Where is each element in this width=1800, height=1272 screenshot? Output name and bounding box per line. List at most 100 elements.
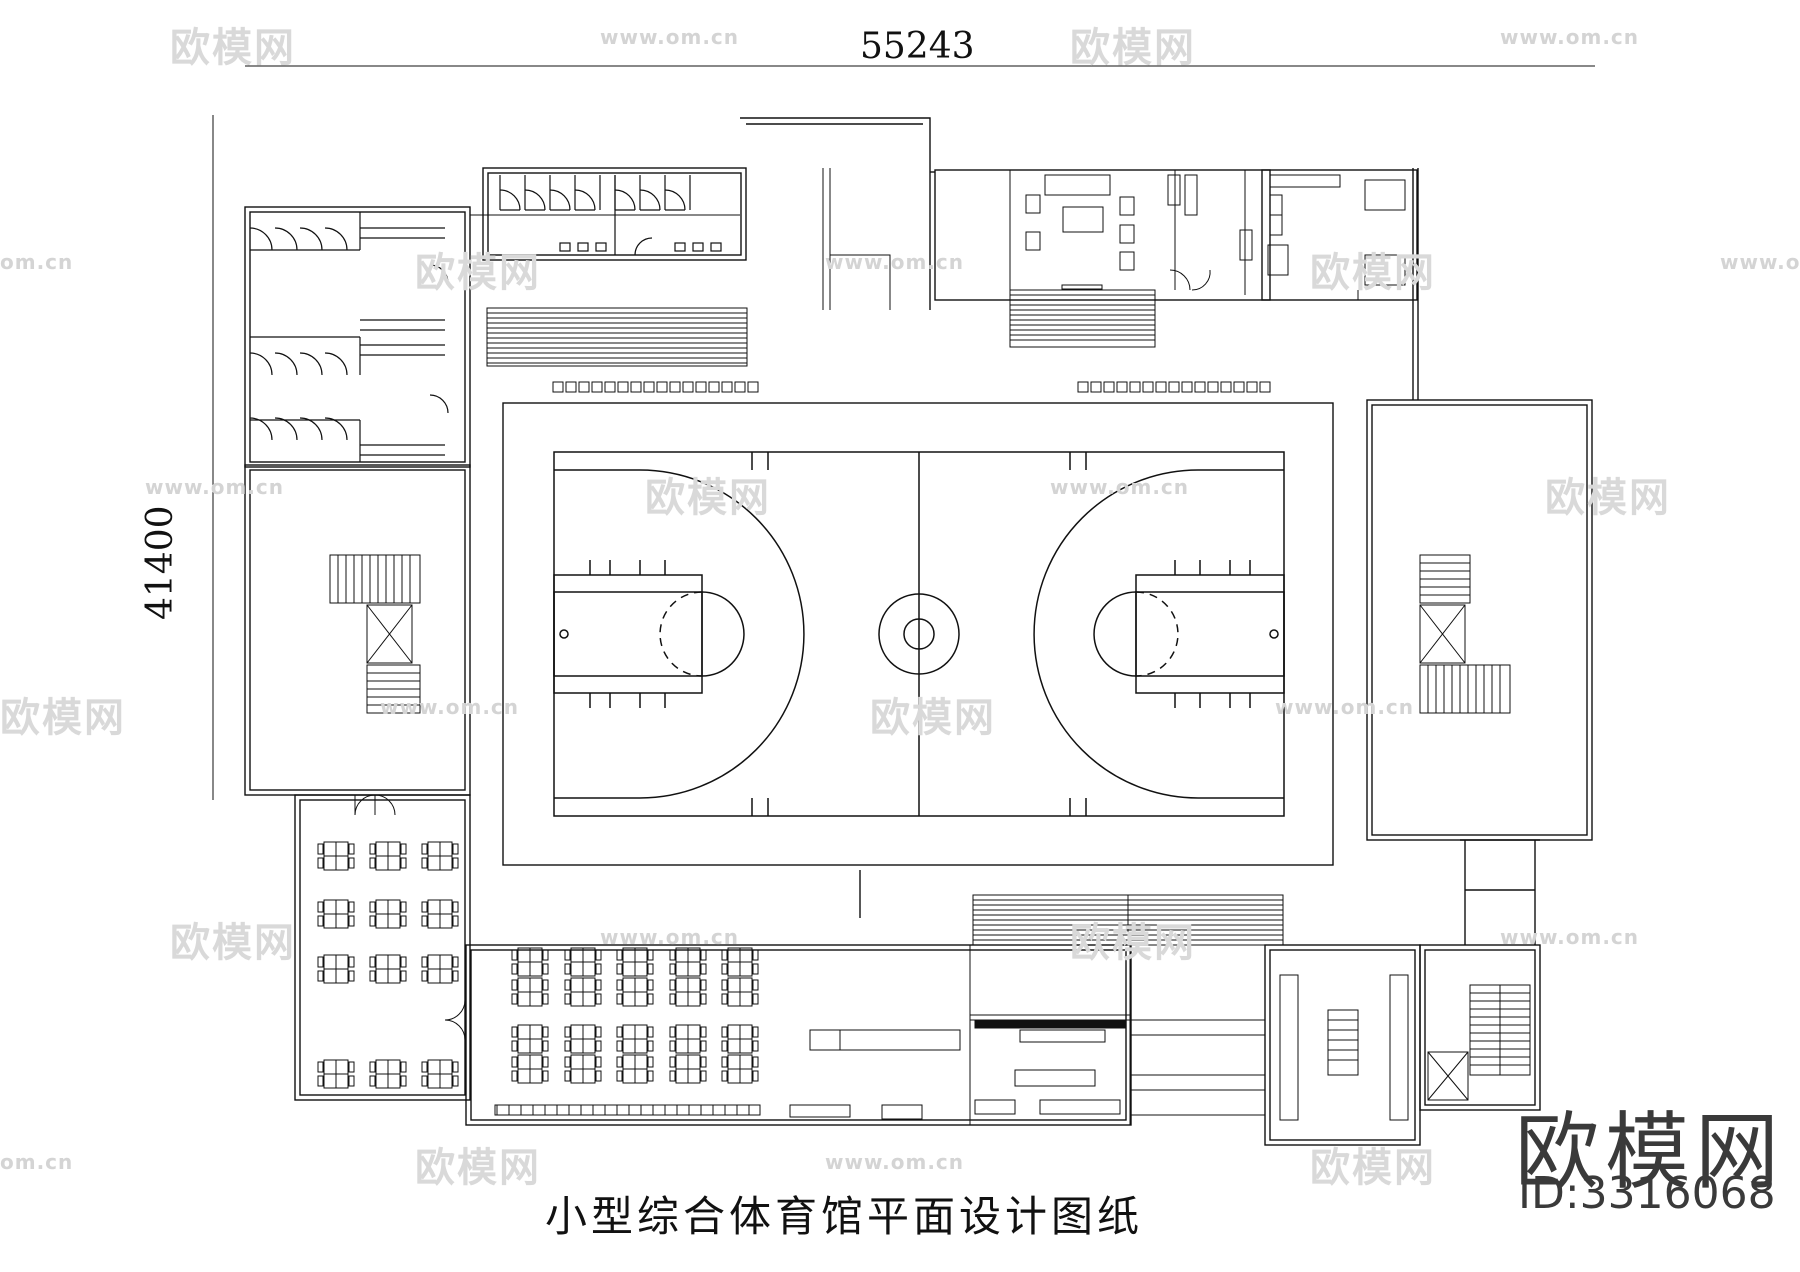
seat xyxy=(1220,381,1232,393)
dining-table xyxy=(421,841,459,871)
watermark: 欧模网 xyxy=(415,1145,541,1191)
stairs-bottom-right xyxy=(1427,984,1531,1101)
seat xyxy=(669,381,681,393)
watermark-url: www.om.cn xyxy=(1720,250,1800,274)
dining-table xyxy=(564,947,602,977)
watermark: 欧模网 xyxy=(645,475,771,521)
dining-table xyxy=(669,1024,707,1054)
dining-table xyxy=(511,947,549,977)
serving-counter xyxy=(494,1104,761,1116)
dining-table xyxy=(669,947,707,977)
watermark: 欧模网 xyxy=(170,25,296,71)
watermark: 欧模网 xyxy=(870,695,996,741)
watermark-url: www.om.cn xyxy=(600,925,740,949)
drawing-title: 小型综合体育馆平面设计图纸 xyxy=(545,1192,1144,1241)
dining-table xyxy=(317,1059,355,1089)
dining-table xyxy=(317,899,355,929)
watermark-url: www.om.cn xyxy=(145,475,285,499)
dining-table xyxy=(721,947,759,977)
height-dimension-label: 41400 xyxy=(140,505,181,620)
watermark-url: www.om.cn xyxy=(1050,475,1190,499)
seat xyxy=(1246,381,1258,393)
dining-tables-left xyxy=(317,841,459,1089)
watermark-url: om.cn xyxy=(0,250,74,274)
dining-tables-canteen xyxy=(511,947,759,1084)
dining-table xyxy=(721,1054,759,1084)
dining-table xyxy=(369,899,407,929)
seat xyxy=(1155,381,1167,393)
toilet-stalls-top xyxy=(499,175,722,256)
seat xyxy=(578,381,590,393)
dining-table xyxy=(616,947,654,977)
seat-row-top xyxy=(552,381,1271,393)
watermark: 欧模网 xyxy=(1070,920,1196,966)
dining-table xyxy=(421,899,459,929)
bleachers-top xyxy=(486,168,1156,367)
seat xyxy=(1103,381,1115,393)
seat xyxy=(1207,381,1219,393)
brand-logo: 欧模网 xyxy=(1515,1103,1786,1201)
dining-table xyxy=(564,1054,602,1084)
office-furniture xyxy=(1009,170,1406,300)
dining-table xyxy=(721,1024,759,1054)
toilet-stalls-left xyxy=(249,212,449,462)
seat xyxy=(656,381,668,393)
dining-table xyxy=(369,841,407,871)
seat xyxy=(708,381,720,393)
dining-table xyxy=(616,1054,654,1084)
seat xyxy=(630,381,642,393)
counter xyxy=(494,1104,761,1116)
seat xyxy=(604,381,616,393)
seat xyxy=(721,381,733,393)
watermark: 欧模网 xyxy=(1070,25,1196,71)
seat xyxy=(747,381,759,393)
watermark: 欧模网 xyxy=(0,695,126,741)
bleachers-bottom xyxy=(972,894,1284,946)
seat xyxy=(734,381,746,393)
watermark-url: om.cn xyxy=(0,1150,74,1174)
seat xyxy=(617,381,629,393)
dining-table xyxy=(564,977,602,1007)
watermark-url: www.om.cn xyxy=(1500,925,1640,949)
watermark: 欧模网 xyxy=(1545,475,1671,521)
watermark-url: www.om.cn xyxy=(600,25,740,49)
dining-table xyxy=(564,1024,602,1054)
dining-table xyxy=(511,1024,549,1054)
dining-table xyxy=(616,1024,654,1054)
seat xyxy=(682,381,694,393)
watermark: 欧模网 xyxy=(170,920,296,966)
dining-table xyxy=(511,977,549,1007)
seat xyxy=(1233,381,1245,393)
seat xyxy=(552,381,564,393)
doors xyxy=(354,794,466,1041)
dining-table xyxy=(669,977,707,1007)
seat xyxy=(1181,381,1193,393)
dining-table xyxy=(511,1054,549,1084)
seat xyxy=(1259,381,1271,393)
dining-table xyxy=(369,954,407,984)
dining-table xyxy=(421,1059,459,1089)
main-hall xyxy=(502,402,1334,918)
watermark-url: www.om.cn xyxy=(1275,695,1415,719)
dining-table xyxy=(421,954,459,984)
dining-table xyxy=(669,1054,707,1084)
dining-table xyxy=(721,977,759,1007)
seat xyxy=(695,381,707,393)
brand-id: ID:3316068 xyxy=(1518,1168,1776,1219)
seat xyxy=(1142,381,1154,393)
seat xyxy=(643,381,655,393)
watermark-url: www.om.cn xyxy=(825,1150,965,1174)
dining-table xyxy=(317,841,355,871)
seat xyxy=(591,381,603,393)
watermark-url: www.om.cn xyxy=(1500,25,1640,49)
watermark-url: www.om.cn xyxy=(825,250,965,274)
seat xyxy=(1090,381,1102,393)
seat xyxy=(1129,381,1141,393)
watermark: 欧模网 xyxy=(1310,1145,1436,1191)
stairs-left xyxy=(329,554,421,714)
watermark: 欧模网 xyxy=(1310,250,1436,296)
watermark-url: www.om.cn xyxy=(380,695,520,719)
seat xyxy=(1168,381,1180,393)
dining-table xyxy=(616,977,654,1007)
